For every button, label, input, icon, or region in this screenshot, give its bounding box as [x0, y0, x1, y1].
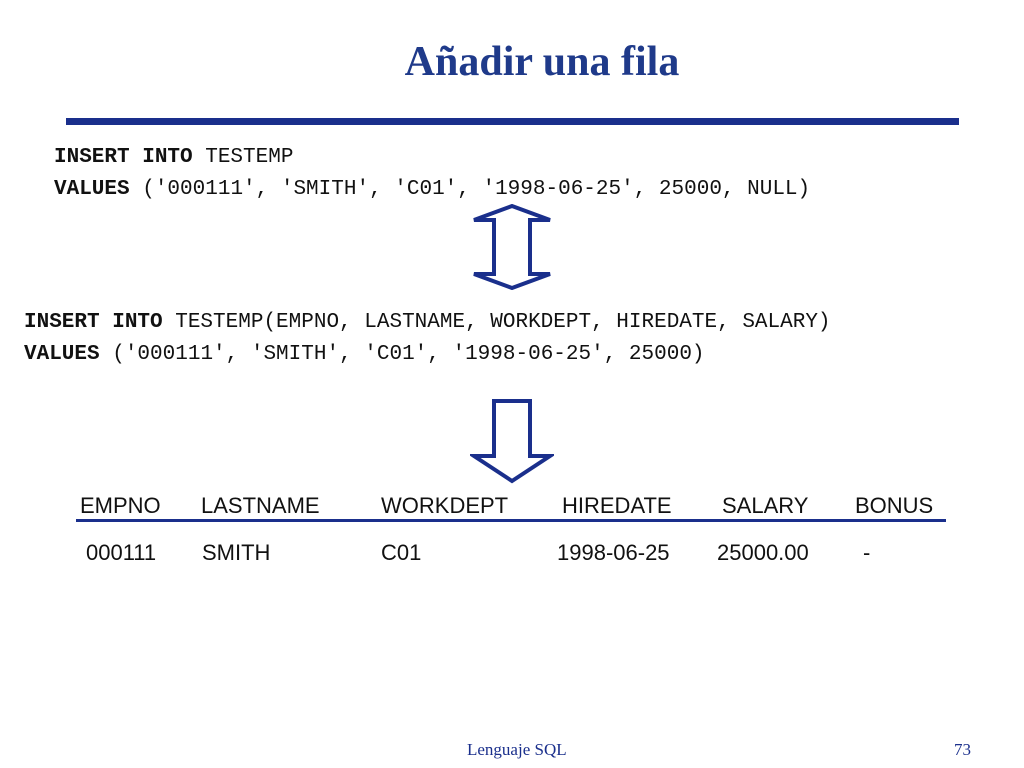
table-cell-empno: 000111 [86, 540, 157, 565]
code-text: TESTEMP [192, 146, 294, 169]
footer-label: Lenguaje SQL [467, 740, 567, 759]
table-cell-workdept: C01 [381, 540, 422, 565]
page-number: 73 [954, 740, 971, 759]
keyword: INSERT INTO [54, 146, 193, 169]
code-text: ('000111', 'SMITH', 'C01', '1998-06-25',… [129, 178, 811, 201]
statement-1-line-2: VALUES ('000111', 'SMITH', 'C01', '1998-… [54, 177, 810, 203]
table-cell-bonus: - [863, 540, 871, 565]
slide-title: Añadir una fila [404, 39, 680, 85]
statement-2-line-2: VALUES ('000111', 'SMITH', 'C01', '1998-… [24, 342, 705, 368]
code-text: ('000111', 'SMITH', 'C01', '1998-06-25',… [99, 343, 705, 366]
table-header-lastname: LASTNAME [201, 493, 320, 518]
title-divider [66, 118, 959, 125]
table-cell-salary: 25000.00 [717, 540, 809, 565]
table-header-salary: SALARY [722, 493, 809, 518]
table-header-workdept: WORKDEPT [381, 493, 509, 518]
table-header-bonus: BONUS [855, 493, 934, 518]
table-header-divider [76, 519, 946, 522]
keyword: INSERT INTO [24, 311, 163, 334]
statement-2-line-1: INSERT INTO TESTEMP(EMPNO, LASTNAME, WOR… [24, 310, 831, 336]
down-arrow-icon [470, 399, 554, 484]
table-header-hiredate: HIREDATE [562, 493, 672, 518]
keyword: VALUES [24, 343, 100, 366]
code-text: TESTEMP(EMPNO, LASTNAME, WORKDEPT, HIRED… [162, 311, 831, 334]
statement-1-line-1: INSERT INTO TESTEMP [54, 145, 293, 171]
keyword: VALUES [54, 178, 130, 201]
table-cell-lastname: SMITH [202, 540, 271, 565]
table-cell-hiredate: 1998-06-25 [557, 540, 670, 565]
double-arrow-icon [473, 204, 551, 290]
table-header-empno: EMPNO [80, 493, 161, 518]
